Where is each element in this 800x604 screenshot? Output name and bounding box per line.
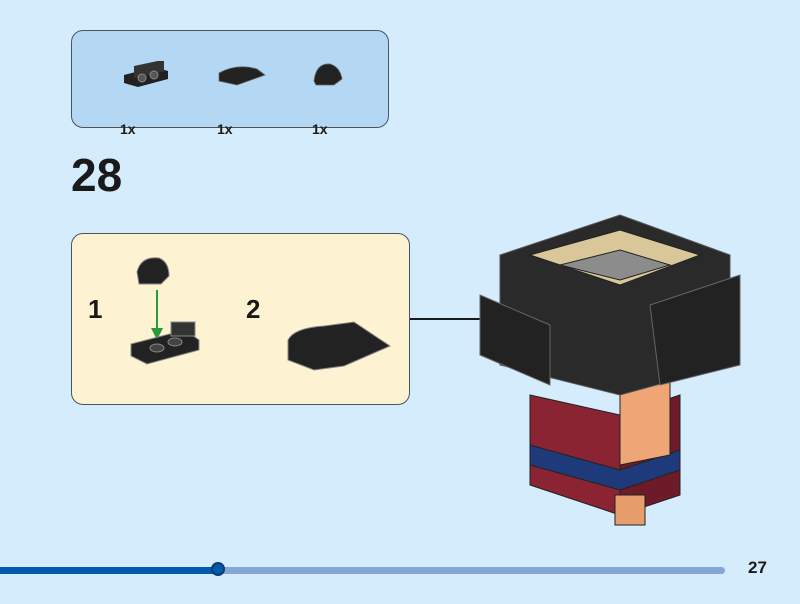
curved-slope-icon: [218, 66, 266, 86]
part-curved-brick: 1x: [312, 61, 372, 137]
part-qty: 1x: [217, 121, 233, 137]
part-curved-slope: 1x: [217, 61, 277, 137]
progress-knob[interactable]: [210, 562, 225, 576]
model-illustration: [479, 214, 741, 526]
part-bracket-plate: 1x: [120, 61, 180, 137]
bracket-plate-icon: [124, 61, 168, 87]
curved-brick-icon: [313, 63, 343, 86]
step-number: 28: [71, 149, 123, 201]
substep-1-illustration: [130, 257, 200, 365]
substep-number: 1: [88, 294, 103, 324]
parts-list-box: 1x 1x 1x: [71, 30, 389, 137]
substep-number: 2: [246, 294, 261, 324]
part-qty: 1x: [120, 121, 136, 137]
substep-box: 1 2: [71, 233, 410, 405]
page-number: 27: [748, 558, 767, 577]
part-qty: 1x: [312, 121, 328, 137]
progress-bar: [0, 562, 725, 576]
substep-2-illustration: [287, 321, 392, 371]
progress-fill: [0, 567, 218, 574]
